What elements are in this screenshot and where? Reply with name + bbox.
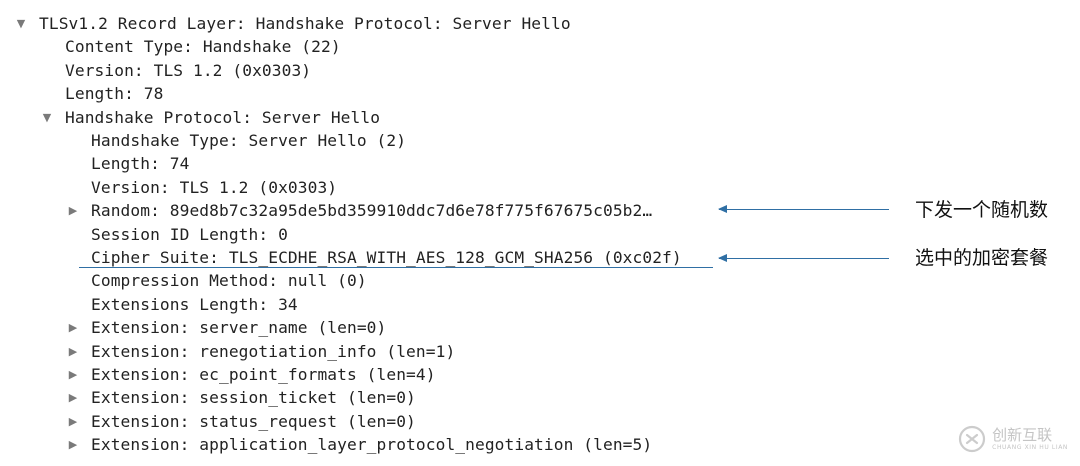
tree-row-label: Version: TLS 1.2 (0x0303) xyxy=(91,177,338,197)
cipher-annotation-arrow xyxy=(718,254,889,262)
collapse-arrow-icon[interactable]: ▶ xyxy=(68,368,78,381)
random-annotation-label: 下发一个随机数 xyxy=(915,199,1049,221)
tree-row-label: Handshake Protocol: Server Hello xyxy=(65,107,381,127)
collapse-arrow-icon[interactable]: ▶ xyxy=(68,391,78,405)
expand-arrow-icon[interactable]: ▼ xyxy=(16,17,26,30)
tree-row-label: Version: TLS 1.2 (0x0303) xyxy=(65,60,312,80)
tree-row-label: Session ID Length: 0 xyxy=(91,224,288,244)
collapse-arrow-icon[interactable]: ▶ xyxy=(68,438,78,452)
tree-row-label: Length: 74 xyxy=(91,154,190,174)
tree-row-label: Cipher Suite: TLS_ECDHE_RSA_WITH_AES_128… xyxy=(91,248,682,267)
tree-row-label: Extension: session_ticket (len=0) xyxy=(91,388,416,408)
collapse-arrow-icon[interactable]: ▶ xyxy=(68,414,78,428)
tree-row-label: TLSv1.2 Record Layer: Handshake Protocol… xyxy=(39,14,571,33)
tree-row-label: Random: 89ed8b7c32a95de5bd359910ddc7d6e7… xyxy=(91,201,653,221)
cipher-annotation-label: 选中的加密套餐 xyxy=(915,247,1049,269)
watermark-text: 创新互联 xyxy=(992,425,1053,444)
cipher-suite-underline xyxy=(79,267,713,268)
tree-row-label: Extension: application_layer_protocol_ne… xyxy=(91,435,653,455)
expand-arrow-icon[interactable]: ▼ xyxy=(42,110,52,124)
tree-row-label: Handshake Type: Server Hello (2) xyxy=(91,131,407,150)
watermark-subtext: CHUANG XIN HU LIAN xyxy=(992,443,1068,451)
tree-row-label: Extension: renegotiation_info (len=1) xyxy=(91,341,456,361)
watermark: 创新互联 CHUANG XIN HU LIAN xyxy=(958,422,1068,456)
tree-row-label: Compression Method: null (0) xyxy=(91,271,367,291)
tree-row-label: Content Type: Handshake (22) xyxy=(65,37,341,57)
watermark-logo-icon xyxy=(959,425,986,453)
collapse-arrow-icon[interactable]: ▶ xyxy=(68,321,78,335)
tree-row-label: Length: 78 xyxy=(65,84,164,104)
tree-row-label: Extension: server_name (len=0) xyxy=(91,318,387,338)
random-annotation-arrow xyxy=(718,205,889,213)
tree-row-label: Extension: status_request (len=0) xyxy=(91,411,416,431)
collapse-arrow-icon[interactable]: ▶ xyxy=(68,344,78,358)
tree-row-label: Extension: ec_point_formats (len=4) xyxy=(91,365,436,384)
tree-row-label: Extensions Length: 34 xyxy=(91,294,298,314)
collapse-arrow-icon[interactable]: ▶ xyxy=(68,204,78,218)
